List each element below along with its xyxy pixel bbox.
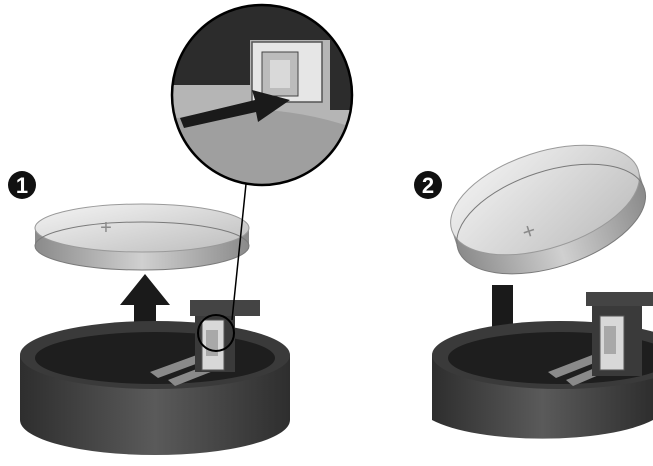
step-1-badge: 1 — [8, 171, 36, 199]
step-1-panel: 1 + — [8, 3, 354, 455]
magnifier-callout — [170, 3, 354, 187]
coin-battery-2: + — [450, 144, 647, 275]
step-2-panel: 2 + — [414, 144, 653, 439]
battery-polarity-mark: + — [100, 217, 112, 239]
step-1-number: 1 — [16, 173, 28, 198]
callout-leader-line — [231, 183, 247, 321]
battery-holder-2 — [432, 292, 653, 439]
step-2-badge: 2 — [414, 171, 442, 199]
step-2-number: 2 — [422, 173, 434, 198]
battery-holder-1 — [20, 300, 290, 455]
coin-battery-1: + — [34, 203, 250, 271]
push-arrow-icon — [180, 90, 290, 128]
